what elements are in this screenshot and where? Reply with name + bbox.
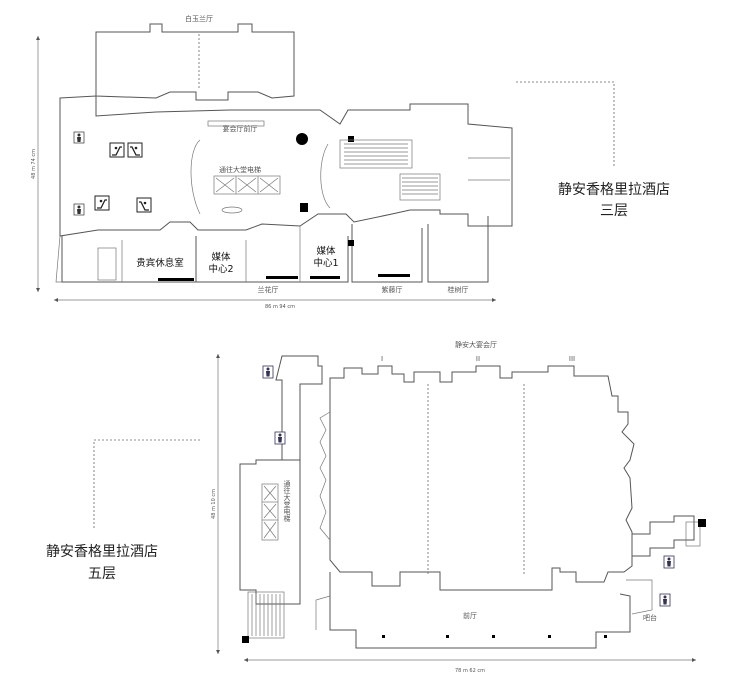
floor5-title-line1: 静安香格里拉酒店: [46, 544, 158, 560]
escalator-icon: [136, 197, 152, 213]
floor3-title-line2: 三层: [600, 203, 628, 219]
room-label-vip-lounge: 贵宾休息室: [136, 257, 184, 269]
restroom-icon: [274, 431, 286, 445]
dimension-vertical-floor3: 48 m 74 cm: [31, 149, 37, 179]
floor5-leader-line: [93, 439, 202, 528]
dimension-horizontal-floor5: 78 m 62 cm: [455, 668, 485, 674]
room-label-banquet-foyer: 宴会厅前厅: [223, 124, 258, 133]
room-label-ziteng: 紫藤厅: [382, 285, 403, 294]
restroom-icon: [262, 365, 274, 379]
room-label-baiyulan: 白玉兰厅: [185, 14, 213, 23]
restroom-icon: [73, 131, 85, 144]
section-label-2: II: [476, 355, 480, 363]
room-label-media-center-2-line1: 媒体: [211, 251, 231, 263]
escalator-icon: [127, 142, 143, 158]
room-label-foyer: 前厅: [463, 611, 477, 620]
floor3-title-line1: 静安香格里拉酒店: [558, 182, 670, 198]
restroom-icon: [73, 203, 85, 216]
room-label-media-center-1-line2: 中心1: [313, 257, 338, 269]
dimension-vertical-floor5: 48 m 10 cm: [211, 489, 217, 519]
floor5-plan: [216, 354, 706, 662]
section-label-1: I: [381, 355, 383, 363]
room-label-media-center-1-line1: 媒体: [316, 245, 336, 257]
floor5-title-line2: 五层: [88, 566, 116, 582]
restroom-icon: [659, 593, 671, 607]
floor3-plan: [36, 23, 513, 302]
floor3-leader-line: [516, 81, 615, 166]
room-label-ballroom: 静安大宴会厅: [455, 340, 497, 349]
dimension-horizontal-floor3: 86 m 94 cm: [265, 304, 295, 310]
room-label-lanhua: 兰花厅: [258, 285, 279, 294]
elevator-label: 通往大堂电梯: [219, 165, 261, 174]
room-label-guishu: 桂树厅: [448, 285, 469, 294]
room-label-media-center-2-line2: 中心2: [208, 263, 233, 275]
escalator-icon: [94, 195, 110, 211]
elevator-label-floor5: 通往大堂电梯: [283, 479, 291, 523]
restroom-icon: [663, 555, 675, 569]
section-label-3: III: [569, 355, 575, 363]
escalator-icon: [109, 142, 125, 158]
room-label-bar: 吧台: [643, 613, 657, 622]
